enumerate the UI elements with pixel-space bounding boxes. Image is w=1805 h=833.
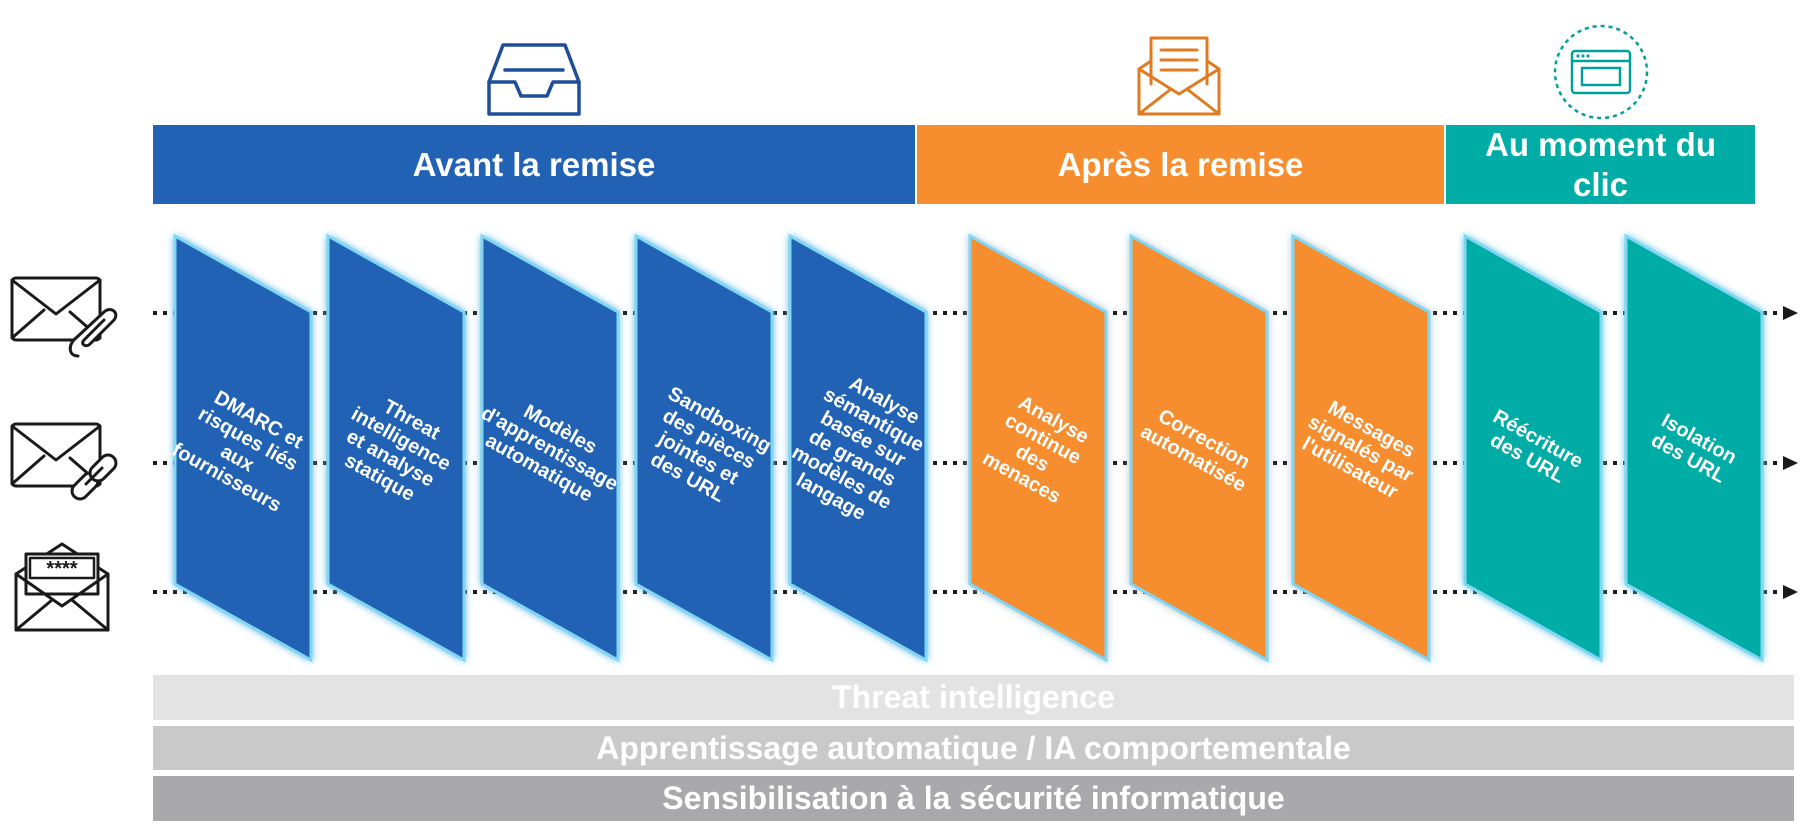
process-panel-shape [634,233,774,663]
process-panel-shape [1624,233,1764,663]
process-panel: Sandboxingdes piècesjointes etdes URL [634,233,775,663]
process-panel: Correctionautomatisée [1129,233,1269,663]
process-panel-shape [1129,233,1269,663]
process-panel-shape [1463,233,1603,663]
process-panel: Analysecontinuedesmenaces [968,233,1108,663]
process-panel: Réécrituredes URL [1463,233,1603,663]
process-panel-shape [1291,233,1431,663]
process-panel: DMARC etrisques liésauxfournisseurs [168,233,313,663]
phase-label-apres: Après la remise [1057,145,1304,183]
process-panel: Threatintelligenceet analysestatique [326,233,466,663]
process-panel: Modèlesd'apprentissageautomatique [477,233,622,663]
flow-arrow-1 [1783,306,1798,320]
flow-arrow-2 [1783,456,1798,470]
layer-bar-machine-learning: Apprentissage automatique / IA comportem… [153,726,1794,770]
phase-bar-avant: Avant la remise [153,125,915,204]
process-panel-shape [788,233,928,663]
process-panel-shape [173,233,313,663]
layer-label-machine-learning: Apprentissage automatique / IA comportem… [596,729,1351,766]
email-attachment-icon [10,276,118,358]
email-link-icon [10,422,118,501]
svg-text:****: **** [46,558,77,580]
browser-window-icon [1553,24,1649,120]
process-panel-shape [326,233,466,663]
phase-label-avant: Avant la remise [412,145,656,183]
email-password-icon: **** [14,542,110,632]
phase-bar-apres: Après la remise [917,125,1444,204]
layer-label-threat-intelligence: Threat intelligence [832,679,1115,715]
layer-bar-security-awareness: Sensibilisation à la sécurité informatiq… [153,776,1794,821]
phase-bar-clic: Au moment du clic [1446,125,1755,204]
inbox-tray-icon [487,43,581,116]
flow-arrow-3 [1783,585,1798,599]
layer-label-security-awareness: Sensibilisation à la sécurité informatiq… [662,780,1285,816]
layer-bar-threat-intelligence: Threat intelligence [153,675,1794,720]
process-panel: Isolationdes URL [1624,233,1764,663]
phase-label-clic: Au moment du clic [1485,125,1716,203]
process-panel-shape [968,233,1108,663]
process-panel-shape [480,233,620,663]
process-panel: Messagessignalés parl'utilisateur [1291,233,1431,663]
process-panel: Analysesémantiquebasée surde grandsmodèl… [788,233,928,663]
open-envelope-letter-icon [1137,36,1221,116]
